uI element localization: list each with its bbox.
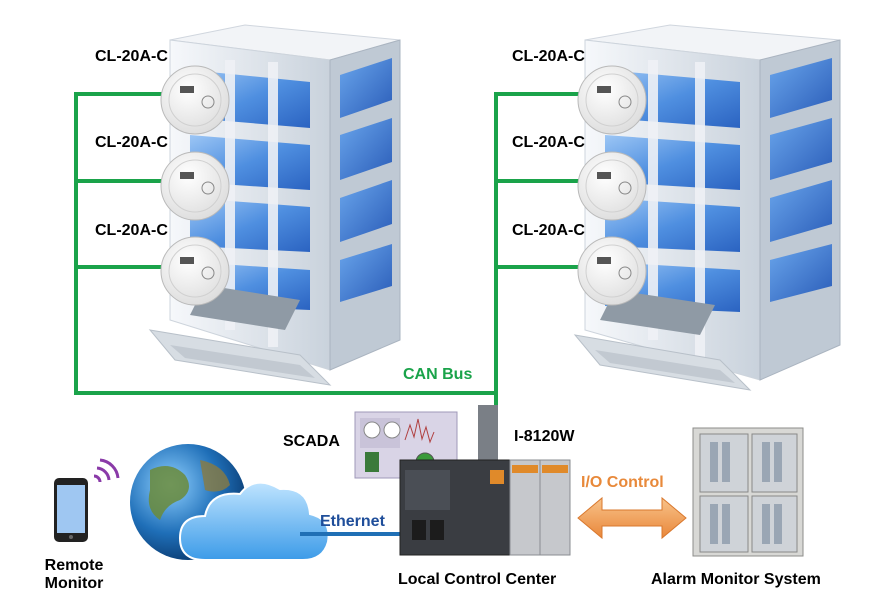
detector-label: CL-20A-C (95, 222, 168, 239)
can-bus-wiring (74, 92, 580, 415)
cloud-icon (178, 481, 330, 561)
scada-label: SCADA (283, 433, 340, 450)
gas-detector (577, 236, 647, 306)
detector-label: CL-20A-C (95, 48, 168, 65)
smartphone-icon (54, 478, 88, 542)
remote-monitor-label: Remote Monitor (34, 557, 114, 593)
gas-detector (577, 65, 647, 135)
remote-monitor-line2: Monitor (44, 575, 104, 592)
io-control-label: I/O Control (581, 474, 664, 491)
controller-device (399, 405, 571, 556)
detector-label: CL-20A-C (512, 48, 585, 65)
remote-monitor-line1: Remote (44, 557, 104, 574)
can-bus-label: CAN Bus (403, 366, 473, 383)
alarm-cabinet (692, 427, 804, 557)
detector-label: CL-20A-C (512, 222, 585, 239)
gas-detector (577, 151, 647, 221)
detector-label: CL-20A-C (95, 134, 168, 151)
wireless-signal-icon (93, 458, 120, 483)
gas-detector (160, 65, 230, 135)
gas-detector (160, 236, 230, 306)
ethernet-label: Ethernet (320, 513, 385, 530)
io-control-arrow (577, 496, 687, 540)
alarm-monitor-system-label: Alarm Monitor System (651, 571, 821, 588)
detector-label: CL-20A-C (512, 134, 585, 151)
gas-detector (160, 151, 230, 221)
local-control-center-label: Local Control Center (398, 571, 557, 588)
controller-model-label: I-8120W (514, 428, 575, 445)
